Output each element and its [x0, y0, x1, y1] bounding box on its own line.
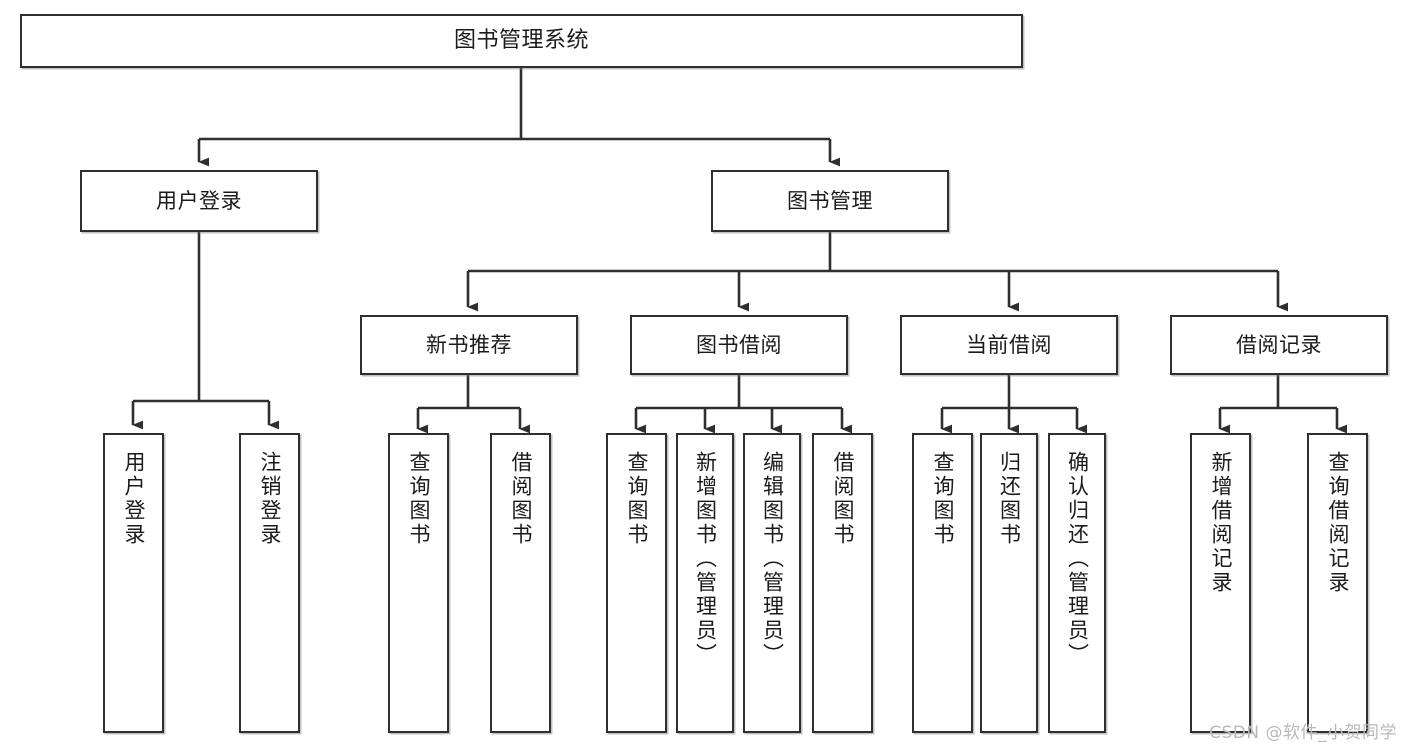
node-label: 新增借阅记录 — [1209, 451, 1233, 595]
leaf-user-login-login[interactable]: 用户登录 — [103, 433, 164, 733]
node-user-login[interactable]: 用户登录 — [80, 170, 318, 232]
node-label: 查询图书 — [407, 451, 431, 547]
leaf-current-borrow-confirm-return-admin[interactable]: 确认归还（管理员） — [1048, 433, 1106, 733]
node-label: 编辑图书（管理员） — [760, 451, 785, 667]
node-label: 新书推荐 — [426, 332, 512, 357]
leaf-user-login-logout[interactable]: 注销登录 — [239, 433, 300, 733]
leaf-book-borrow-edit-book-admin[interactable]: 编辑图书（管理员） — [743, 433, 801, 733]
node-label: 查询图书 — [625, 451, 649, 547]
leaf-new-book-borrow-book[interactable]: 借阅图书 — [490, 433, 551, 733]
leaf-borrow-record-add-record[interactable]: 新增借阅记录 — [1190, 433, 1251, 733]
node-label: 确认归还（管理员） — [1065, 451, 1090, 667]
leaf-current-borrow-return-book[interactable]: 归还图书 — [980, 433, 1038, 733]
node-label: 注销登录 — [258, 451, 282, 547]
node-label: 图书借阅 — [696, 332, 782, 357]
node-label: 当前借阅 — [966, 332, 1052, 357]
node-label: 新增图书（管理员） — [693, 451, 718, 667]
node-new-book-recommend[interactable]: 新书推荐 — [360, 315, 578, 375]
node-borrow-record[interactable]: 借阅记录 — [1170, 315, 1388, 375]
node-label: 借阅图书 — [509, 451, 533, 547]
node-book-management[interactable]: 图书管理 — [711, 170, 949, 232]
node-root-book-management-system[interactable]: 图书管理系统 — [20, 14, 1023, 68]
leaf-book-borrow-borrow-book[interactable]: 借阅图书 — [812, 433, 873, 733]
leaf-book-borrow-query-book[interactable]: 查询图书 — [606, 433, 667, 733]
node-label: 用户登录 — [156, 188, 242, 213]
node-label: 查询图书 — [931, 451, 955, 547]
leaf-current-borrow-query-book[interactable]: 查询图书 — [912, 433, 973, 733]
leaf-new-book-query-book[interactable]: 查询图书 — [388, 433, 449, 733]
node-label: 用户登录 — [122, 451, 146, 547]
leaf-book-borrow-add-book-admin[interactable]: 新增图书（管理员） — [676, 433, 734, 733]
node-label: 借阅图书 — [831, 451, 855, 547]
leaf-borrow-record-query-record[interactable]: 查询借阅记录 — [1307, 433, 1368, 733]
node-label: 图书管理系统 — [453, 28, 589, 54]
node-label: 查询借阅记录 — [1326, 451, 1350, 595]
node-label: 图书管理 — [787, 188, 873, 213]
node-current-borrow[interactable]: 当前借阅 — [900, 315, 1118, 375]
node-book-borrow[interactable]: 图书借阅 — [630, 315, 848, 375]
node-label: 归还图书 — [997, 451, 1022, 547]
node-label: 借阅记录 — [1236, 332, 1322, 357]
